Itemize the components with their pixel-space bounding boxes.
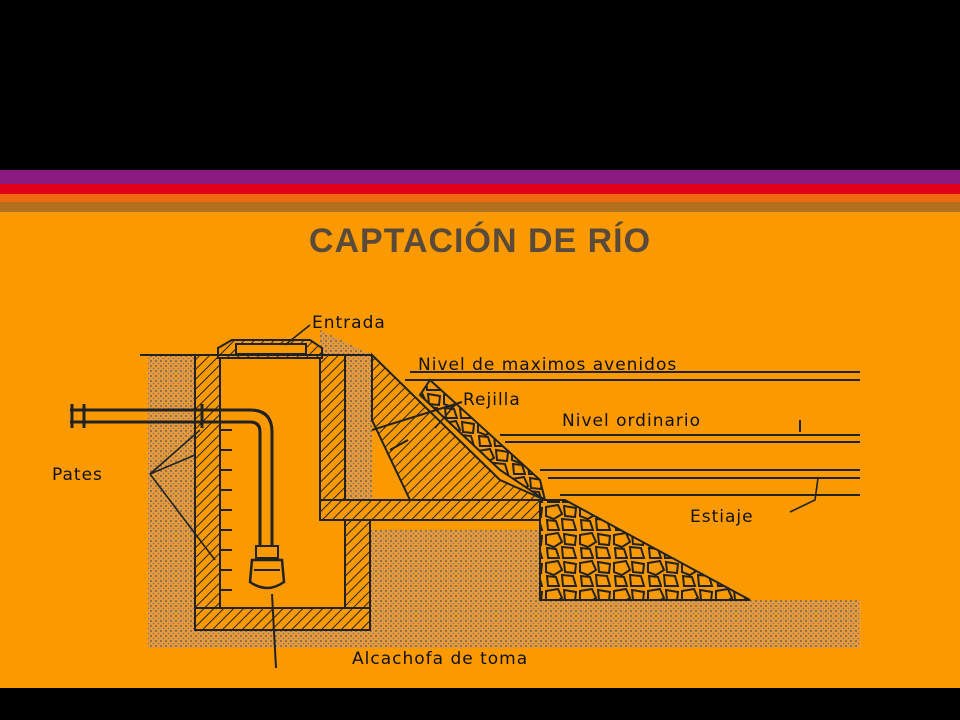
- grate-dam: [371, 352, 547, 503]
- label-rejilla: Rejilla: [463, 390, 521, 410]
- strainer: [248, 545, 286, 669]
- label-nivel-maximas: Nivel de maximos avenidos: [418, 355, 677, 375]
- stripe-orange: [0, 194, 960, 202]
- water-levels: [140, 354, 860, 496]
- riprap: [539, 499, 751, 601]
- stripe-red: [0, 184, 960, 194]
- label-estiaje: Estiaje: [690, 507, 754, 527]
- label-entrada: Entrada: [312, 313, 386, 333]
- intake-well: [194, 339, 546, 631]
- suction-pipe: [70, 404, 274, 548]
- stripe-brown: [0, 202, 960, 212]
- label-nivel-ordinario: Nivel ordinario: [562, 411, 701, 431]
- label-pates: Pates: [52, 465, 103, 485]
- label-alcachofa: Alcachofa de toma: [352, 649, 528, 669]
- leader-lines: [149, 324, 819, 561]
- stripe-purple: [0, 170, 960, 184]
- page-title: CAPTACIÓN DE RÍO: [308, 222, 652, 260]
